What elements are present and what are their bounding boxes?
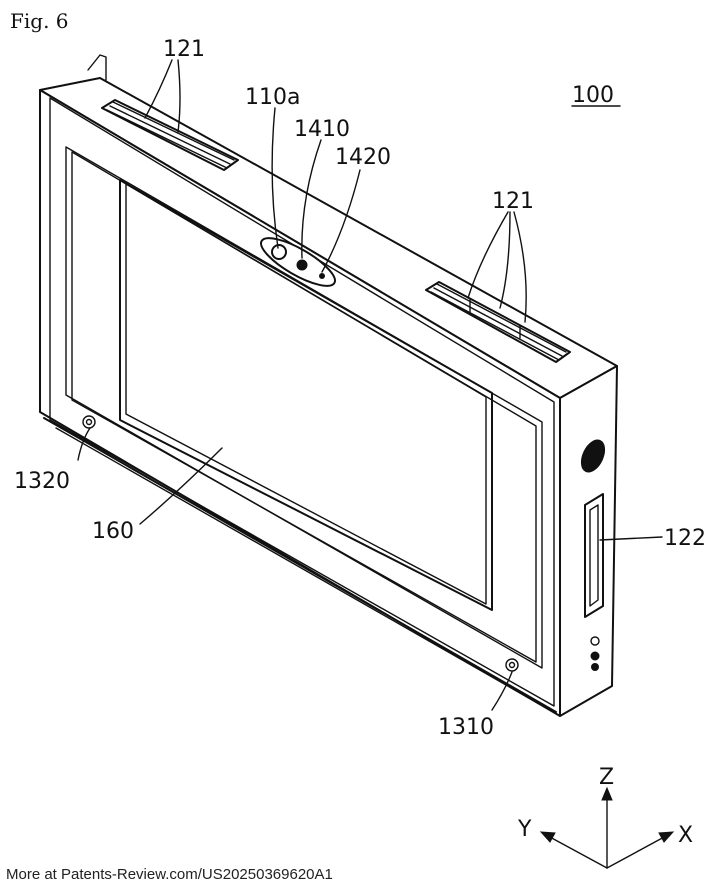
axis-indicator: Z Y X — [517, 765, 693, 869]
z-arrow-icon — [601, 786, 613, 801]
side-features — [580, 439, 606, 671]
side-hole-b — [590, 651, 600, 661]
sensor-dot-a — [296, 259, 308, 271]
label-160: 160 — [92, 519, 134, 544]
display-screen — [119, 179, 493, 611]
bottom-edge-inner — [55, 427, 549, 710]
sensor-dot-b — [319, 273, 325, 279]
axis-x-label: X — [678, 823, 693, 848]
label-122: 122 — [664, 526, 706, 551]
front-face — [39, 89, 561, 717]
screws — [82, 415, 519, 672]
axis-z-label: Z — [599, 765, 614, 790]
camera-module — [260, 237, 336, 287]
screw-right-icon — [505, 658, 519, 672]
axis-y-label: Y — [517, 817, 532, 842]
label-1310: 1310 — [438, 715, 494, 740]
label-121-left: 121 — [163, 37, 205, 62]
reference-labels: 121 100 110a 1410 1420 121 1320 160 122 … — [14, 37, 706, 740]
camera-hole — [271, 244, 287, 260]
vent-group-right — [425, 281, 571, 363]
leader-lines — [77, 59, 663, 711]
display-panel — [65, 146, 543, 669]
label-1320: 1320 — [14, 469, 70, 494]
side-port — [584, 493, 604, 618]
side-hole-c — [591, 663, 599, 671]
front-bezel — [49, 97, 555, 707]
side-button-icon — [580, 439, 606, 473]
y-arrow-icon — [539, 831, 556, 843]
label-1410: 1410 — [294, 117, 350, 142]
side-hole-a — [590, 636, 600, 646]
label-100: 100 — [572, 83, 614, 108]
display-screen-inner — [125, 183, 487, 605]
label-110a: 110a — [245, 85, 300, 110]
figure-label: Fig. 6 — [10, 9, 69, 33]
x-arrow-icon — [658, 831, 675, 843]
screw-left-icon — [82, 415, 96, 429]
bottom-edge — [43, 417, 557, 713]
label-1420: 1420 — [335, 145, 391, 170]
footer-source: More at Patents-Review.com/US20250369620… — [6, 866, 333, 883]
vent-group-left — [101, 99, 239, 171]
label-121-right: 121 — [492, 189, 534, 214]
